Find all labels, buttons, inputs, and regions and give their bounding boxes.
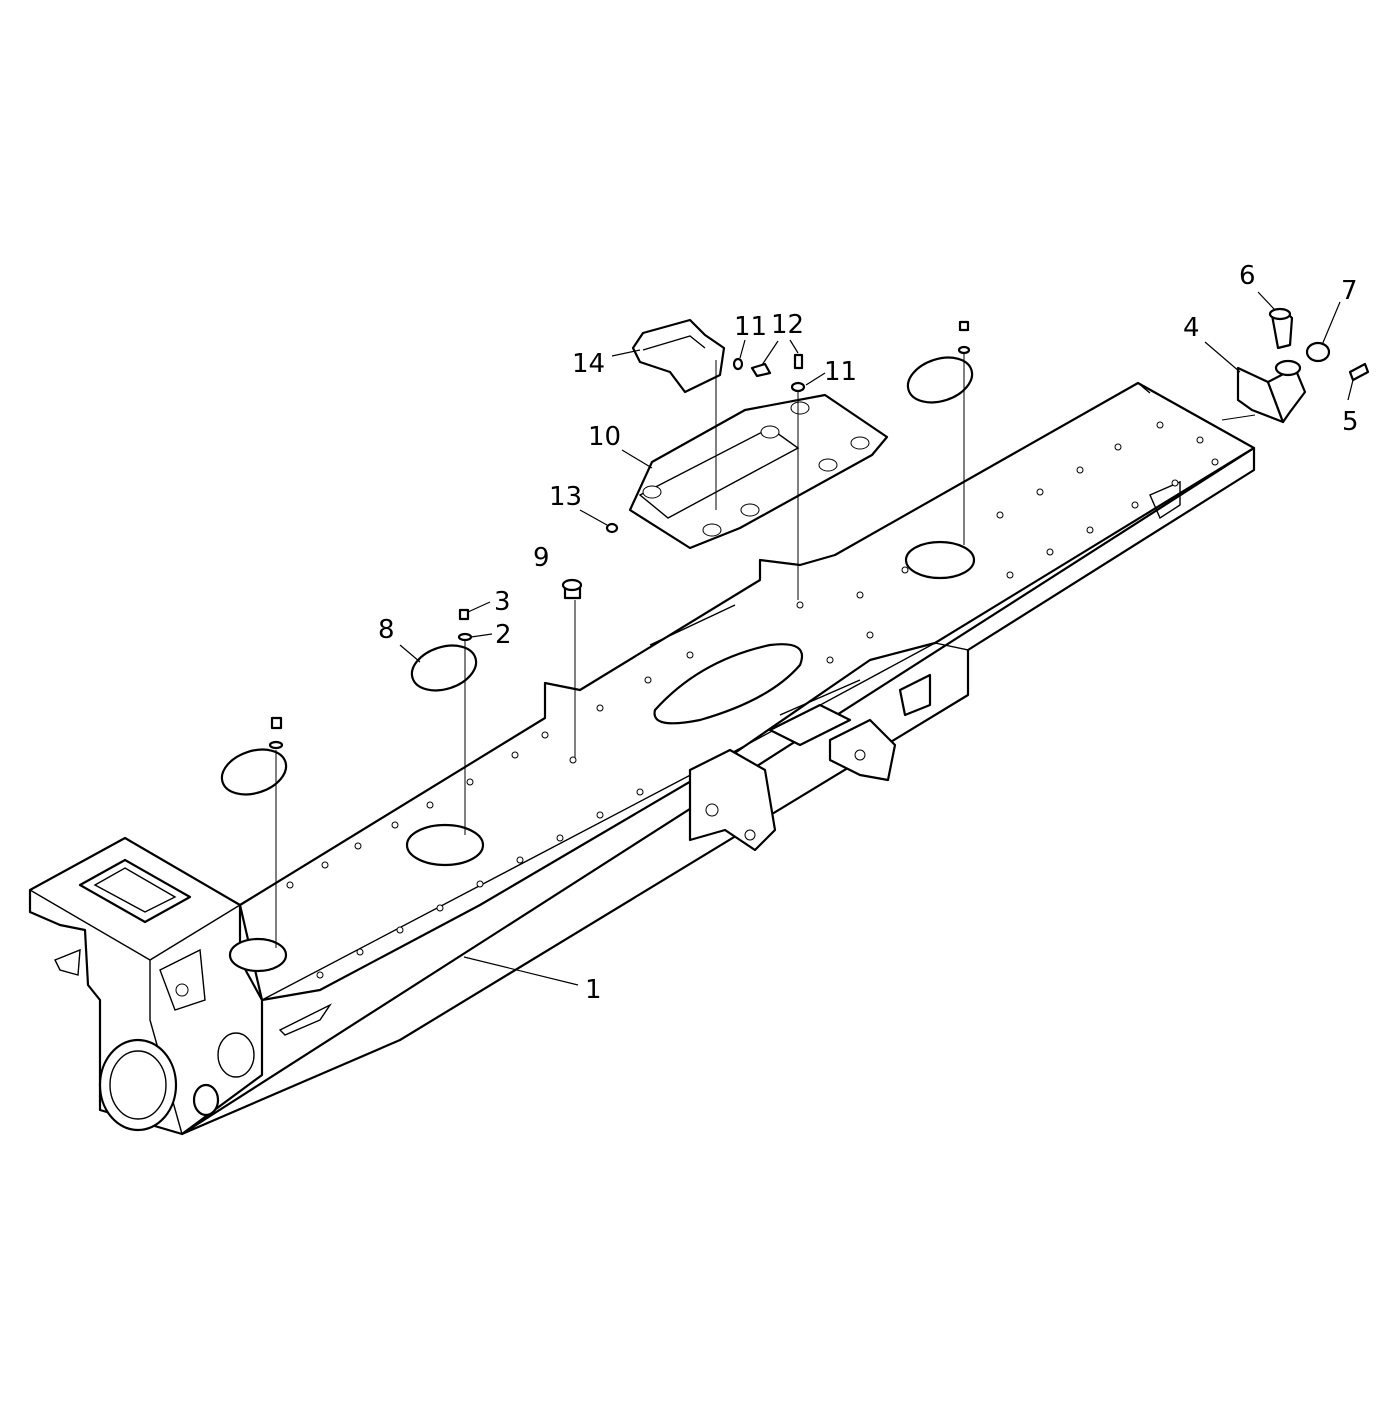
leader-12 bbox=[789, 339, 799, 354]
frame-lug-rear bbox=[828, 718, 897, 782]
leader-6 bbox=[1257, 291, 1276, 311]
housing-bracket bbox=[159, 948, 206, 1011]
callout-10: 10 bbox=[588, 422, 621, 452]
part-hardware bbox=[268, 307, 1370, 750]
assembly-lines bbox=[275, 352, 1256, 948]
leader-11b bbox=[805, 372, 826, 386]
callout-7: 7 bbox=[1341, 276, 1358, 306]
frame-lug-hole bbox=[854, 749, 866, 761]
leader-11a bbox=[739, 339, 746, 359]
leader-1 bbox=[463, 956, 579, 986]
cover-plate-boss bbox=[850, 436, 870, 450]
leader-4 bbox=[1204, 341, 1241, 373]
callout-13: 13 bbox=[549, 482, 582, 512]
frame-rear-tab bbox=[1149, 480, 1181, 520]
frame-inner-rib bbox=[898, 673, 932, 717]
frame-opening-rear bbox=[904, 540, 976, 580]
leader-11a-2 bbox=[761, 340, 779, 366]
washer-11a bbox=[732, 357, 744, 371]
cover-plate-boss bbox=[642, 485, 662, 499]
leader-3 bbox=[467, 601, 491, 613]
leader-14 bbox=[611, 349, 641, 357]
screw-3 bbox=[458, 608, 470, 621]
screw-11a bbox=[750, 362, 772, 378]
leader-2 bbox=[470, 633, 493, 638]
callout-8: 8 bbox=[378, 615, 395, 645]
cover-plate-boss bbox=[740, 503, 760, 517]
leader-7 bbox=[1321, 301, 1341, 346]
leader-8 bbox=[399, 644, 421, 663]
callout-6: 6 bbox=[1239, 261, 1256, 291]
callout-4: 4 bbox=[1183, 313, 1200, 343]
round-cover-8 bbox=[410, 644, 478, 692]
frame-lug-front bbox=[688, 748, 777, 852]
pin-6-head bbox=[1268, 307, 1292, 321]
leader-13 bbox=[579, 509, 608, 526]
screw-rear-cover bbox=[958, 320, 970, 332]
callout-9: 9 bbox=[533, 543, 550, 573]
frame-opening-front bbox=[228, 937, 288, 973]
screw-front-cover bbox=[270, 716, 283, 730]
washer-front-cover bbox=[268, 740, 284, 750]
callout-3: 3 bbox=[494, 587, 511, 617]
housing-boss bbox=[192, 1083, 220, 1117]
cover-plate-boss bbox=[790, 401, 810, 415]
round-cover-front bbox=[220, 748, 288, 796]
part-cover-plate bbox=[628, 393, 889, 550]
callout-11a: 11 bbox=[734, 312, 767, 342]
rear-mount-plate bbox=[1236, 366, 1285, 424]
callout-2: 2 bbox=[495, 620, 512, 650]
part-main-frame bbox=[28, 381, 1256, 1136]
frame-opening-8 bbox=[405, 823, 485, 867]
plug-9-head bbox=[561, 578, 583, 592]
housing-bore-inner bbox=[109, 1050, 167, 1120]
housing-ear bbox=[54, 948, 81, 976]
frame-lug-hole bbox=[744, 829, 756, 841]
housing-bore bbox=[98, 1038, 178, 1132]
leader-lines bbox=[399, 291, 1354, 986]
housing-side-hole bbox=[217, 1032, 255, 1078]
cover-plate-boss bbox=[702, 523, 722, 537]
bracket-outline bbox=[631, 318, 726, 394]
frame-rail bbox=[649, 604, 736, 646]
leader-10 bbox=[621, 449, 653, 469]
round-cover-rear bbox=[906, 356, 974, 404]
callout-14: 14 bbox=[572, 349, 605, 379]
housing-opening-inner bbox=[93, 867, 177, 913]
rear-mount-bore bbox=[1274, 359, 1302, 377]
cover-plate-boss bbox=[818, 458, 838, 472]
cover-plate-outline bbox=[628, 393, 889, 550]
frame-end-edge bbox=[1137, 382, 1151, 394]
screw-12 bbox=[793, 353, 804, 370]
frame-rail bbox=[779, 679, 861, 716]
callout-1: 1 bbox=[585, 975, 602, 1005]
part-rear-mount bbox=[1236, 359, 1307, 424]
callout-5: 5 bbox=[1342, 407, 1359, 437]
frame-step bbox=[934, 642, 969, 695]
leader-5 bbox=[1347, 379, 1354, 401]
bracket-fold bbox=[642, 335, 706, 351]
frame-slot bbox=[278, 1003, 333, 1036]
cover-plate-boss bbox=[760, 425, 780, 439]
part-bracket bbox=[631, 318, 726, 394]
part-round-covers bbox=[220, 356, 974, 796]
housing-square-opening bbox=[78, 858, 192, 924]
washer-11b bbox=[790, 381, 806, 393]
frame-lug-hole bbox=[705, 803, 719, 817]
housing-bracket-hole bbox=[175, 983, 189, 997]
washer-2 bbox=[457, 632, 473, 642]
frame-inner-rib bbox=[768, 703, 852, 747]
callout-12: 12 bbox=[771, 310, 804, 340]
bolt-5 bbox=[1348, 362, 1370, 382]
clip-7 bbox=[1305, 341, 1331, 363]
nut-13 bbox=[605, 522, 619, 534]
callout-11b: 11 bbox=[824, 357, 857, 387]
frame-center-slot bbox=[653, 643, 803, 725]
frame-bolt-holes bbox=[286, 421, 1219, 979]
callout-labels: 1 2 3 4 5 6 7 8 9 10 11 11 12 13 14 bbox=[378, 261, 1359, 1005]
